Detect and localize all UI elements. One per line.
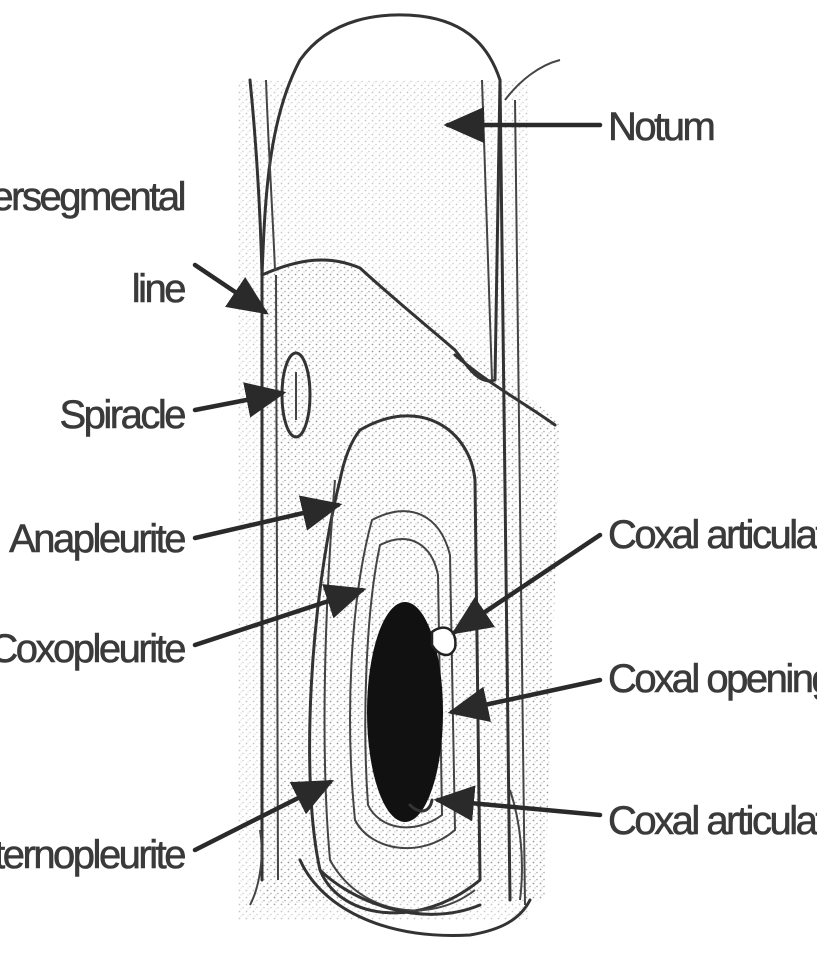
label-notum: Notum xyxy=(608,105,713,149)
label-sternopleurite: Sternopleurite xyxy=(0,833,185,877)
label-coxal-articulation-lower: Coxal articulation xyxy=(608,799,817,843)
label-coxal-opening: Coxal opening xyxy=(608,657,817,701)
label-intersegmental-line-2: line xyxy=(132,267,186,311)
label-anapleurite: Anapleurite xyxy=(9,517,185,561)
label-spiracle: Spiracle xyxy=(59,393,185,437)
label-intersegmental-line-1: Intersegmental xyxy=(0,175,185,219)
coxal-articulation-upper-knob xyxy=(432,628,455,655)
label-coxal-articulation-upper: Coxal articulation xyxy=(608,513,817,557)
label-coxopleurite: Coxopleurite xyxy=(0,627,185,671)
